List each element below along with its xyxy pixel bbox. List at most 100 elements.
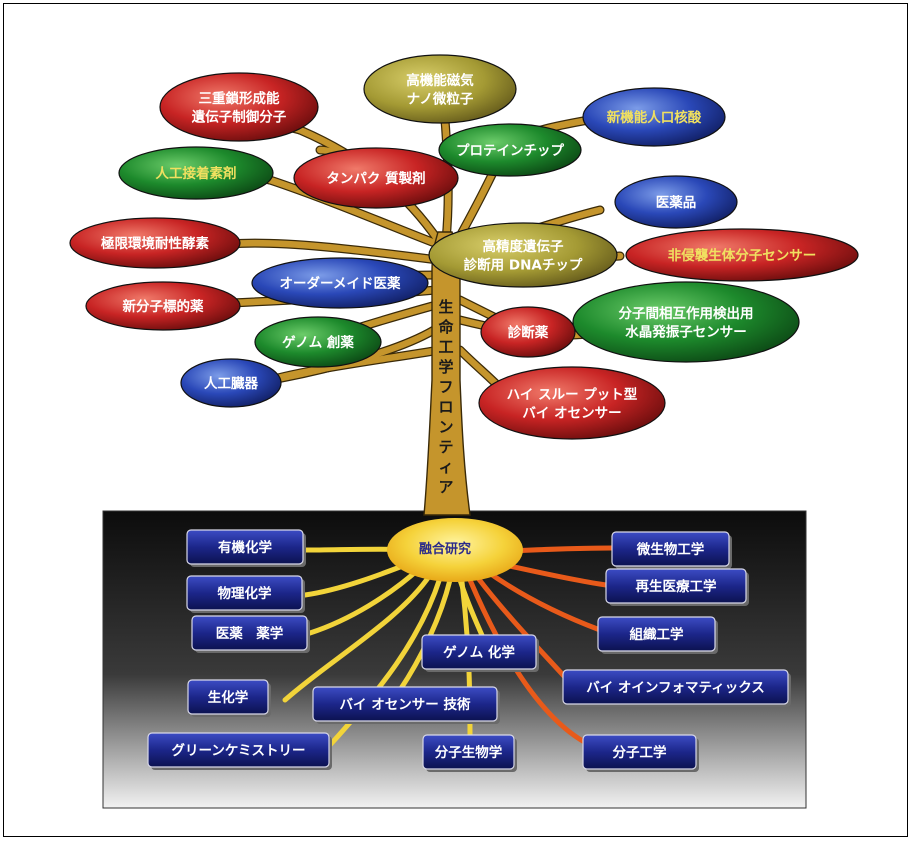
leaf-ellipse xyxy=(614,175,738,229)
discipline-box: バイ オセンサー 技術 xyxy=(312,686,500,724)
discipline-box: 有機化学 xyxy=(186,529,306,567)
leaf-label: 高機能磁気 xyxy=(406,72,474,89)
leaf-label: 新機能人口核酸 xyxy=(607,109,702,126)
trunk-char: 生 xyxy=(438,298,453,316)
leaf-ellipse xyxy=(159,72,319,142)
discipline-label: バイ オセンサー 技術 xyxy=(340,696,471,713)
leaf-label: 三重鎖形成能 xyxy=(199,90,280,107)
box-bg xyxy=(605,568,747,604)
leaf: オーダーメイド医薬 xyxy=(251,257,429,309)
trunk-char: 命 xyxy=(437,318,454,336)
box-bg xyxy=(582,734,697,770)
discipline-label: 有機化学 xyxy=(218,539,272,556)
leaf-label: タンパク 質製剤 xyxy=(326,170,425,187)
box-bg xyxy=(191,615,308,651)
leaf-label: 水晶発振子センサー xyxy=(625,323,747,340)
box-bg xyxy=(611,531,730,567)
leaf: 極限環境耐性酵素 xyxy=(69,217,241,269)
leaf: 新機能人口核酸 xyxy=(582,87,726,147)
box-bg xyxy=(186,575,303,611)
leaf-label: プロテインチップ xyxy=(456,143,564,159)
box-bg xyxy=(186,529,304,565)
leaf-label: バイ オセンサー xyxy=(522,405,621,421)
discipline-label: 再生医療工学 xyxy=(636,578,717,595)
box-bg xyxy=(147,732,330,768)
box-bg xyxy=(597,616,716,652)
leaf-ellipse xyxy=(118,146,274,200)
leaf-label: オーダーメイド医薬 xyxy=(280,275,401,292)
leaf-label: 人工接着素剤 xyxy=(156,165,237,182)
box-bg xyxy=(422,734,515,770)
leaf: 非侵襲生体分子センサー xyxy=(625,228,859,282)
discipline-box: 組織工学 xyxy=(597,616,718,654)
leaf-ellipse xyxy=(254,316,382,368)
leaf-label: 人工臓器 xyxy=(204,375,258,392)
leaf-label: 診断薬 xyxy=(508,324,549,341)
leaf-label: 非侵襲生体分子センサー xyxy=(668,247,817,264)
root xyxy=(482,567,603,633)
leaf-ellipse xyxy=(85,281,241,331)
leaves: 高機能磁気ナノ微粒子 三重鎖形成能遺伝子制御分子新機能人口核酸プロテインチップ人工… xyxy=(69,54,859,440)
leaf: タンパク 質製剤 xyxy=(293,147,459,209)
trunk-char: 工 xyxy=(438,338,453,356)
leaf: 診断薬 xyxy=(480,306,576,358)
leaf-label: 新分子標的薬 xyxy=(123,298,204,315)
discipline-box: 生化学 xyxy=(187,679,271,717)
leaf-label: 高精度遺伝子 xyxy=(483,238,564,255)
discipline-box: 物理化学 xyxy=(186,575,305,613)
discipline-label: 分子生物学 xyxy=(435,744,503,761)
discipline-label: 微生物工学 xyxy=(636,541,705,558)
root xyxy=(467,577,593,748)
branch xyxy=(266,176,444,249)
root-core xyxy=(387,518,523,582)
discipline-label: 生化学 xyxy=(208,689,249,706)
discipline-box: グリーンケミストリー xyxy=(147,732,332,770)
leaf-label: 診断用 DNAチップ xyxy=(464,256,583,273)
discipline-box: 分子生物学 xyxy=(422,734,517,772)
leaf-label: 分子間相互作用検出用 xyxy=(619,305,754,322)
trunk-char: ア xyxy=(438,478,453,496)
box-bg xyxy=(312,686,498,722)
leaf-ellipse xyxy=(572,281,800,363)
leaf-ellipse xyxy=(478,366,666,440)
root-center-label: 融合研究 xyxy=(419,541,471,557)
trunk-char: フ xyxy=(438,378,453,396)
discipline-box: 再生医療工学 xyxy=(605,568,749,606)
leaf-label: 極限環境耐性酵素 xyxy=(101,235,209,252)
root xyxy=(282,572,433,703)
discipline-box: ゲノム 化学 xyxy=(421,634,539,672)
leaf-ellipse xyxy=(69,217,241,269)
discipline-label: 医薬 薬学 xyxy=(216,625,284,642)
leaf-ellipse xyxy=(251,257,429,309)
tree-trunk xyxy=(423,231,471,516)
trunk-char: 学 xyxy=(438,358,453,376)
discipline-box: 分子工学 xyxy=(582,734,699,772)
leaf-label: ナノ微粒子 xyxy=(407,90,474,107)
leaf-ellipse xyxy=(625,228,859,282)
leaf-label: ゲノム 創薬 xyxy=(282,334,354,351)
trunk-char: ロ xyxy=(438,398,453,416)
discipline-label: グリーンケミストリー xyxy=(172,742,306,759)
leaf-label: 医薬品 xyxy=(656,194,697,211)
leaf-ellipse xyxy=(582,87,726,147)
discipline-label: 組織工学 xyxy=(630,626,684,643)
root xyxy=(307,565,423,636)
discipline-label: バイ オインフォマティックス xyxy=(586,680,765,696)
leaf-ellipse xyxy=(180,358,282,408)
leaf-ellipse xyxy=(480,306,576,358)
leaf-ellipse xyxy=(438,123,582,177)
leaf: 人工臓器 xyxy=(180,358,282,408)
branch xyxy=(226,239,442,264)
leaf: プロテインチップ xyxy=(438,123,582,177)
leaf: 人工接着素剤 xyxy=(118,146,274,200)
leaf: 医薬品 xyxy=(614,175,738,229)
leaf-ellipse xyxy=(363,54,517,124)
leaf-ellipse xyxy=(293,147,459,209)
